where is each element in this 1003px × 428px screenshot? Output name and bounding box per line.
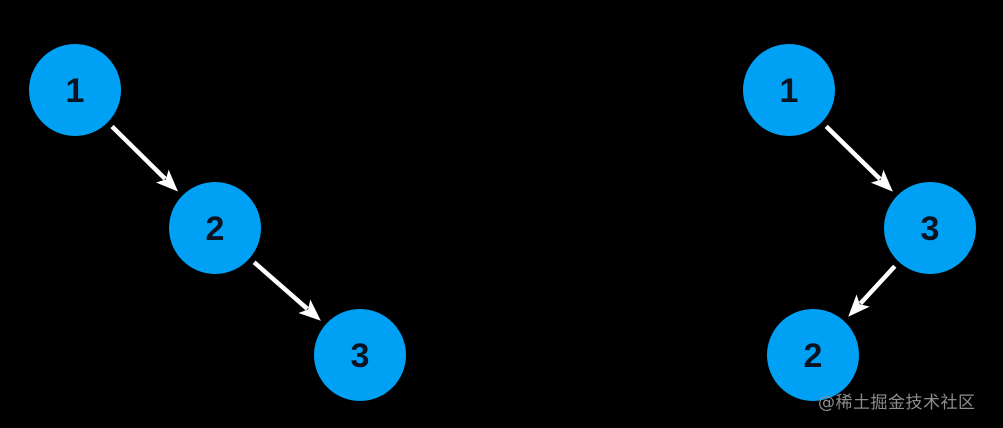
edge-R1-to-R3	[824, 124, 893, 192]
arrow-head-icon	[870, 169, 893, 192]
arrow-head-icon	[298, 299, 321, 321]
node-label: 3	[351, 337, 370, 375]
edge-R3-to-R2	[848, 264, 897, 317]
edge-line	[252, 260, 309, 311]
edge-L1-to-L2	[110, 124, 178, 192]
graph-node-3[interactable]: 3	[884, 182, 976, 274]
node-circle[interactable]	[169, 182, 261, 274]
graph-node-2[interactable]: 2	[767, 309, 859, 401]
edge-L2-to-L3	[252, 260, 321, 321]
node-circle[interactable]	[314, 309, 406, 401]
node-label: 2	[804, 337, 823, 375]
node-circle[interactable]	[29, 44, 121, 136]
graph-node-2[interactable]: 2	[169, 182, 261, 274]
node-circle[interactable]	[743, 44, 835, 136]
node-circle[interactable]	[884, 182, 976, 274]
node-label: 1	[780, 72, 799, 110]
graph-node-1[interactable]: 1	[743, 44, 835, 136]
node-label: 1	[66, 72, 85, 110]
graph-node-3[interactable]: 3	[314, 309, 406, 401]
edges-layer	[110, 124, 897, 321]
node-label: 3	[921, 210, 940, 248]
edge-line	[858, 264, 897, 306]
arrow-head-icon	[155, 169, 178, 192]
node-label: 2	[206, 210, 225, 248]
nodes-layer: 1 2 3 1 3 2	[29, 44, 976, 401]
edge-line	[824, 124, 882, 181]
node-circle[interactable]	[767, 309, 859, 401]
graph-node-1[interactable]: 1	[29, 44, 121, 136]
arrow-head-icon	[848, 294, 870, 317]
edge-line	[110, 124, 167, 181]
watermark-label: @稀土掘金技术社区	[818, 393, 976, 413]
